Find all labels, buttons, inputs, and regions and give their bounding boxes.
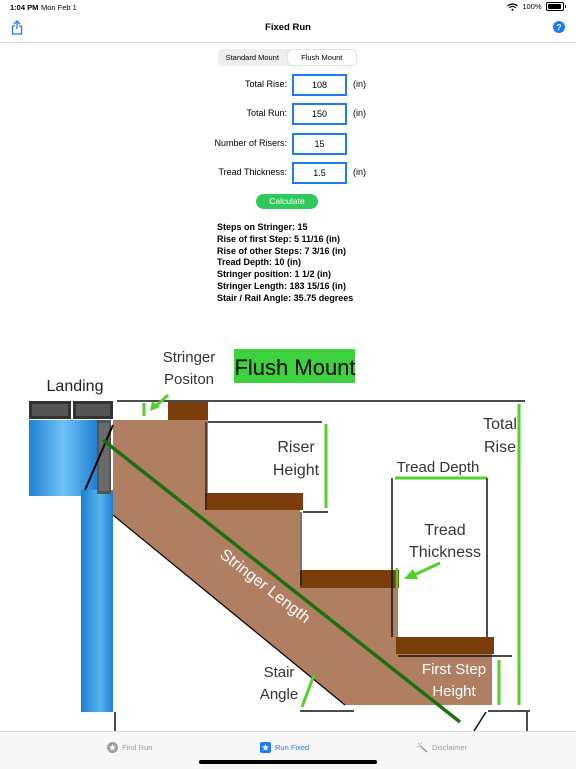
riser-height-label-line2: Height: [273, 462, 320, 479]
page-title: Fixed Run: [265, 22, 311, 33]
landing-deck-left-inner: [32, 404, 68, 416]
help-button[interactable]: ?: [553, 21, 565, 33]
result-stringer-length: Stringer Length: 183 15/16 (in): [217, 280, 347, 291]
total-run-input[interactable]: 150: [292, 103, 347, 125]
landing-label: Landing: [47, 378, 104, 395]
stringer-position-arrow: [154, 393, 170, 408]
flush-mount-diagram: Flush Mount Landing Stringer Length Stri…: [29, 349, 530, 731]
ground-tick-right: [473, 711, 487, 731]
status-right: 100%: [507, 2, 566, 11]
battery-icon: [545, 2, 564, 11]
tab-find-run[interactable]: Find Run: [107, 742, 152, 753]
total-rise-label-line2: Rise: [484, 439, 516, 456]
top-tread: [168, 402, 208, 420]
status-bar: 1:04 PM Mon Feb 1 100%: [0, 0, 576, 14]
tab-disclaimer-label: Disclaimer: [432, 743, 468, 752]
tread-thickness-label-line2: Thickness: [409, 544, 481, 561]
segment-standard-mount[interactable]: Standard Mount: [225, 53, 279, 62]
result-steps-on-stringer: Steps on Stringer: 15: [217, 222, 308, 232]
tread-thickness-arrow: [413, 561, 441, 577]
tread-3: [396, 637, 494, 654]
total-run-label: Total Run:: [246, 108, 287, 118]
result-stringer-position: Stringer position: 1 1/2 (in): [217, 269, 332, 280]
landing-post: [81, 490, 113, 712]
mount-segmented-control[interactable]: Standard Mount Flush Mount: [218, 49, 357, 66]
stringer-position-label-line1: Stringer: [163, 349, 216, 366]
home-indicator: [199, 760, 377, 764]
landing-deck-right-inner: [76, 404, 110, 416]
first-step-height-label-line2: Height: [432, 683, 476, 700]
battery-percent: 100%: [522, 2, 542, 11]
number-of-risers-label: Number of Risers:: [214, 138, 287, 148]
tab-run-fixed-label: Run Fixed: [275, 743, 310, 752]
result-tread-depth: Tread Depth: 10 (in): [217, 257, 302, 268]
total-rise-input[interactable]: 108: [292, 74, 347, 96]
tread-2: [300, 570, 399, 588]
tread-thickness-unit: (in): [353, 167, 366, 177]
battery-tip: [564, 5, 566, 8]
header-board-inner: [99, 423, 109, 491]
tread-1: [205, 493, 303, 510]
wifi-icon: [507, 2, 519, 11]
stringer-length-line: [101, 438, 462, 724]
riser-height-label-line1: Riser: [277, 439, 315, 456]
total-rise-row: Total Rise: 108 (in): [0, 74, 576, 96]
tread-thickness-label: Tread Thickness:: [218, 167, 287, 177]
stair-angle-marker: [300, 674, 316, 708]
stair-angle-label-line2: Angle: [260, 686, 298, 703]
result-rise-first-step: Rise of first Step: 5 11/16 (in): [217, 233, 341, 244]
status-time: 1:04 PM: [10, 3, 39, 12]
number-of-risers-row: Number of Risers: 15: [0, 133, 576, 155]
star-square-icon: [260, 742, 271, 753]
stringer-body: [113, 420, 492, 705]
stringer-position-label-line2: Positon: [164, 371, 214, 388]
results-block: Steps on Stringer: 15 Rise of first Step…: [217, 222, 353, 305]
tread-depth-label: Tread Depth: [397, 459, 480, 476]
calculate-button[interactable]: Calculate: [256, 194, 318, 209]
number-of-risers-input[interactable]: 15: [292, 133, 347, 155]
status-date: Mon Feb 1: [41, 3, 77, 12]
tread-thickness-row: Tread Thickness: 1.5 (in): [0, 162, 576, 184]
diagram-title: Flush Mount: [234, 355, 355, 380]
segment-flush-mount[interactable]: Flush Mount: [287, 50, 356, 65]
total-rise-label: Total Rise:: [244, 79, 287, 89]
total-run-unit: (in): [353, 108, 366, 118]
landing-beam: [29, 420, 97, 496]
share-icon[interactable]: [11, 20, 23, 35]
stringer-position-arrowhead: [150, 401, 160, 411]
tab-run-fixed[interactable]: Run Fixed: [260, 742, 309, 753]
tread-thickness-input[interactable]: 1.5: [292, 162, 347, 184]
stringer-bottom-edge: [112, 514, 346, 706]
result-stair-angle: Stair / Rail Angle: 35.75 degrees: [217, 292, 354, 303]
total-rise-label-line1: Total: [483, 416, 517, 433]
diagram-title-background: [234, 349, 355, 383]
magic-wand-icon: [417, 742, 428, 753]
total-run-row: Total Run: 150 (in): [0, 103, 576, 125]
tread-thickness-label-line1: Tread: [424, 522, 465, 539]
result-rise-other-steps: Rise of other Steps: 7 3/16 (in): [217, 245, 347, 256]
navigation-bar: Fixed Run ?: [0, 14, 576, 43]
tread-thickness-arrowhead: [404, 569, 418, 579]
first-step-height-label-line1: First Step: [422, 661, 486, 678]
stair-angle-label-line1: Stair: [264, 664, 295, 681]
stringer-edge-line: [84, 424, 114, 491]
tab-disclaimer[interactable]: Disclaimer: [417, 742, 467, 753]
tab-find-run-label: Find Run: [122, 743, 153, 752]
star-circle-icon: [107, 742, 118, 753]
total-rise-unit: (in): [353, 79, 366, 89]
